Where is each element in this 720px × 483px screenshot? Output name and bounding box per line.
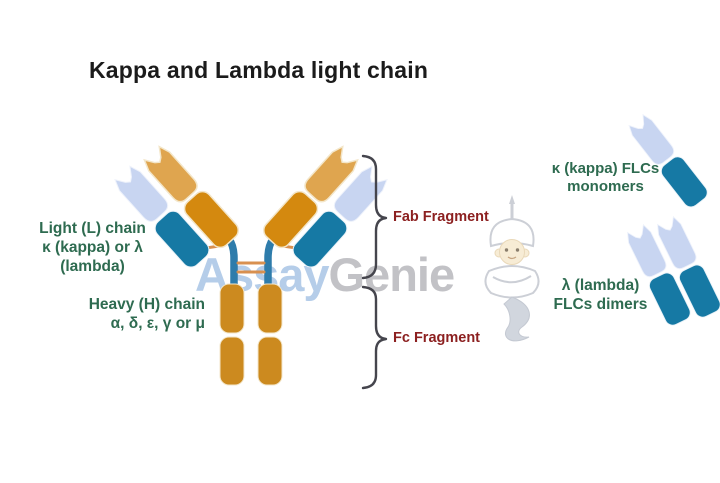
watermark-brand-part2: Genie — [328, 248, 456, 301]
label-line: λ (lambda) — [561, 277, 640, 294]
fc-bracket-icon — [361, 285, 388, 390]
fab-fragment-label: Fab Fragment — [393, 209, 489, 225]
label-line: κ (kappa) FLCs — [551, 160, 660, 177]
label-line: Light (L) chain — [39, 220, 146, 237]
genie-icon — [484, 195, 540, 342]
label-line: κ (kappa) or λ — [42, 239, 143, 256]
hinge-left — [225, 235, 238, 292]
fc-fragment-label: Fc Fragment — [393, 330, 481, 346]
fab-arm-left — [111, 143, 243, 272]
label-line: monomers — [567, 178, 644, 195]
kappa-flc-label: κ (kappa) FLCs monomers — [538, 160, 673, 196]
label-line: (lambda) — [60, 258, 125, 275]
light-chain-label: Light (L) chain κ (kappa) or λ (lambda) — [15, 219, 170, 276]
label-line: α, δ, ε, γ or μ — [110, 315, 205, 332]
antibody-icon — [111, 143, 391, 386]
heavy-chain-label: Heavy (H) chain α, δ, ε, γ or μ — [55, 295, 205, 333]
fc-stem — [219, 283, 283, 386]
page-title: Kappa and Lambda light chain — [89, 57, 429, 83]
hinge-right — [264, 235, 277, 292]
lambda-flc-label: λ (lambda) FLCs dimers — [533, 276, 668, 314]
label-line: FLCs dimers — [553, 296, 648, 313]
label-line: Heavy (H) chain — [88, 296, 205, 313]
fab-bracket-icon — [361, 154, 388, 280]
fab-arm-right — [259, 143, 391, 272]
